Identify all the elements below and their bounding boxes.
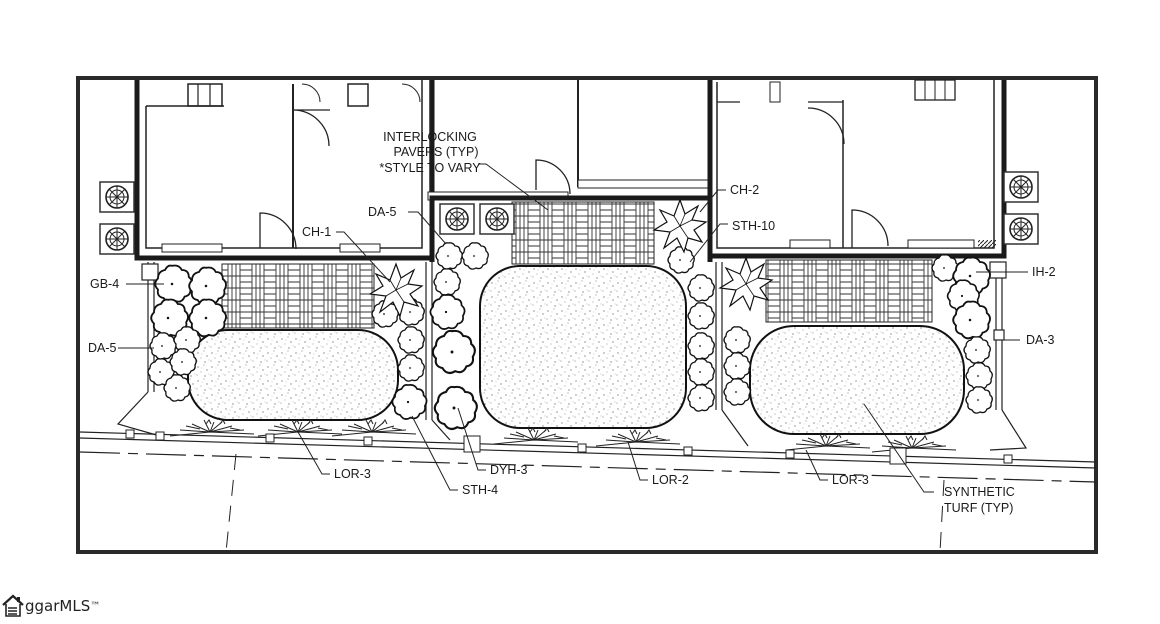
label-pavers-2: PAVERS (TYP) <box>394 145 479 159</box>
label-sth4: STH-4 <box>462 483 498 497</box>
label-lor3-left: LOR-3 <box>334 467 371 481</box>
label-lor2: LOR-2 <box>652 473 689 487</box>
building-right <box>707 79 1007 259</box>
label-gb4: GB-4 <box>90 277 119 291</box>
watermark-tm: ™ <box>90 600 101 612</box>
house-icon <box>2 594 24 617</box>
leader-lines <box>118 163 1028 493</box>
label-da5-top: DA-5 <box>368 205 397 219</box>
label-lor3-right: LOR-3 <box>832 473 869 487</box>
label-ih2: IH-2 <box>1032 265 1056 279</box>
watermark-text: ggarMLS <box>25 597 91 615</box>
label-pavers-1: INTERLOCKING <box>383 130 477 144</box>
plan-labels: INTERLOCKING PAVERS (TYP) *STYLE TO VARY… <box>88 130 1056 515</box>
paver-area-right <box>765 259 933 323</box>
building-left <box>134 80 435 261</box>
middle-patio-wall <box>429 195 713 262</box>
turf-right <box>749 325 965 435</box>
turf-middle <box>479 265 687 429</box>
label-turf-1: SYNTHETIC <box>944 485 1015 499</box>
label-dyh3: DYH-3 <box>490 463 528 477</box>
label-turf-2: TURF (TYP) <box>944 501 1013 515</box>
paver-area-middle <box>511 201 655 265</box>
paver-area-left <box>221 263 375 329</box>
turf-left <box>187 329 399 421</box>
label-da5-left: DA-5 <box>88 341 117 355</box>
label-sth10: STH-10 <box>732 219 775 233</box>
label-pavers-3: *STYLE TO VARY <box>379 161 481 175</box>
label-ch2: CH-2 <box>730 183 759 197</box>
label-da3: DA-3 <box>1026 333 1055 347</box>
label-ch1: CH-1 <box>302 225 331 239</box>
